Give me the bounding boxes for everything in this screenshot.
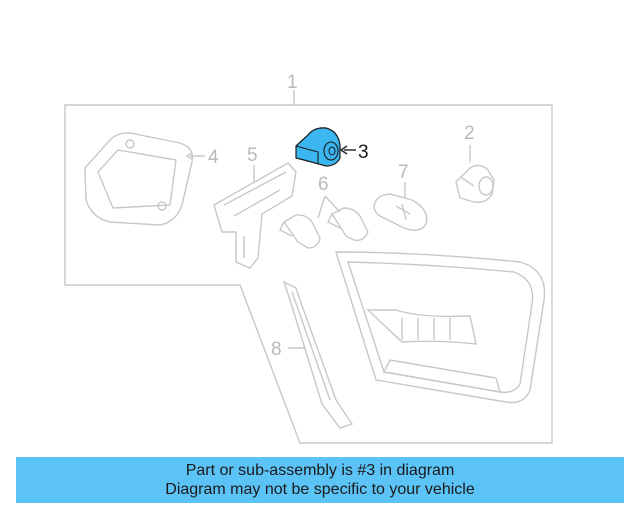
part-8-trim: [282, 280, 354, 429]
lamp-housing: [335, 251, 546, 404]
part-2-socket: [455, 164, 495, 204]
part-3-socket: [295, 127, 341, 167]
callout-6-leader: [317, 195, 341, 219]
callout-6-number: 6: [318, 174, 329, 195]
callout-4-number: 4: [208, 147, 219, 168]
callout-1-number: 1: [287, 72, 298, 93]
part-6-bulbs: [279, 207, 369, 249]
part-5-bracket: [213, 162, 297, 269]
callout-7-number: 7: [398, 162, 409, 183]
caption-line-2: Diagram may not be specific to your vehi…: [165, 481, 475, 498]
part-7-bulb: [373, 193, 428, 231]
caption-banner: Part or sub-assembly is #3 in diagram Di…: [16, 457, 624, 503]
callout-3-number: 3: [358, 142, 369, 163]
caption-line-1: Part or sub-assembly is #3 in diagram: [185, 462, 455, 479]
callout-5-number: 5: [247, 145, 258, 166]
part-4-gasket: [84, 132, 194, 226]
assembly-boundary: [64, 104, 553, 444]
callout-2-number: 2: [464, 123, 475, 144]
callout-8-number: 8: [271, 339, 282, 360]
